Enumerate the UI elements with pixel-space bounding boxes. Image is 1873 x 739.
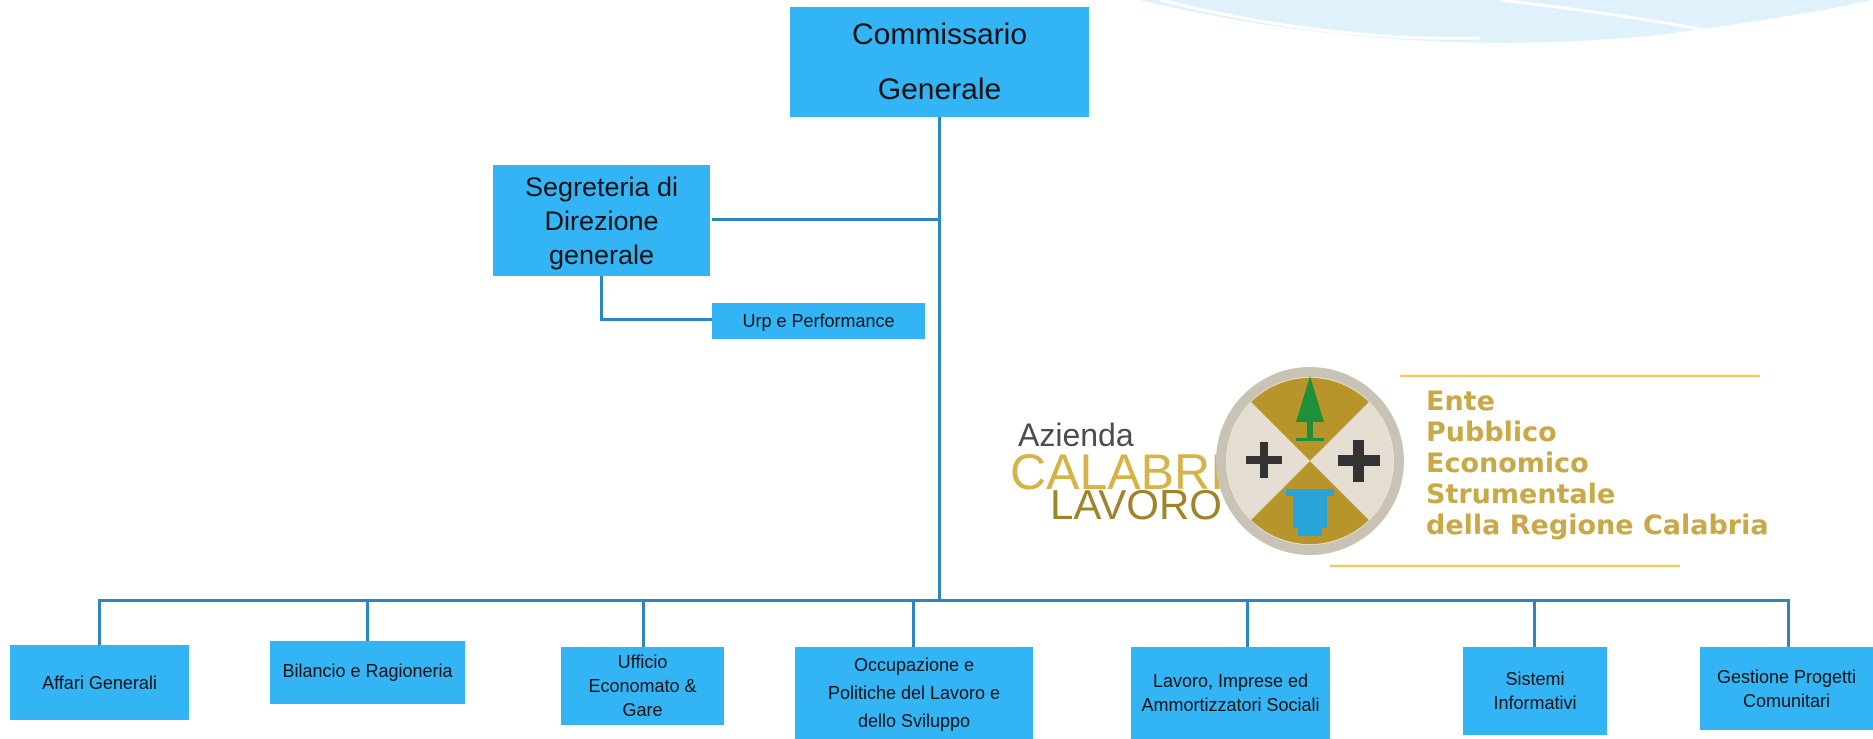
connector-urp-horizontal bbox=[600, 318, 712, 321]
unit-lavoro-imprese: Lavoro, Imprese ed Ammortizzatori Social… bbox=[1131, 647, 1330, 739]
connector-staff-down bbox=[600, 276, 603, 321]
node-urp-performance: Urp e Performance bbox=[712, 303, 925, 339]
connector-unit-drop bbox=[366, 599, 369, 641]
logo-right-line-2: Pubblico bbox=[1426, 417, 1557, 448]
unit-economato-gare: Ufficio Economato & Gare bbox=[561, 647, 724, 725]
logo-right-line-4: Strumentale bbox=[1426, 479, 1615, 510]
unit-sistemi-informativi: Sistemi Informativi bbox=[1463, 647, 1607, 735]
logo-word-azienda: Azienda bbox=[1018, 417, 1134, 453]
azienda-calabria-lavoro-logo: Azienda CALABRIA LAVORO Ente Pubblico Ec… bbox=[1010, 367, 1769, 568]
connector-bus-horizontal bbox=[98, 599, 1790, 602]
logo-right-line-5: della Regione Calabria bbox=[1426, 510, 1769, 541]
unit-gestione-progetti: Gestione Progetti Comunitari bbox=[1700, 647, 1873, 730]
unit-bilancio-ragioneria: Bilancio e Ragioneria bbox=[270, 641, 465, 704]
logo-word-lavoro: LAVORO bbox=[1050, 481, 1222, 528]
node-segreteria-direzione: Segreteria di Direzione generale bbox=[493, 165, 710, 276]
connector-unit-drop bbox=[1787, 599, 1790, 647]
node-commissario-generale: Commissario Generale bbox=[790, 7, 1089, 117]
connector-unit-drop bbox=[912, 599, 915, 647]
logo-right-line-3: Economico bbox=[1426, 448, 1589, 479]
connector-staff-horizontal bbox=[712, 218, 940, 221]
connector-main-vertical bbox=[938, 117, 941, 602]
connector-unit-drop bbox=[1533, 599, 1536, 647]
unit-affari-generali: Affari Generali bbox=[10, 645, 189, 720]
logo-right-line-1: Ente bbox=[1426, 386, 1495, 417]
connector-unit-drop bbox=[98, 599, 101, 645]
connector-unit-drop bbox=[1246, 599, 1249, 647]
connector-unit-drop bbox=[642, 599, 645, 647]
regional-emblem bbox=[1216, 367, 1404, 555]
unit-occupazione-politiche: Occupazione e Politiche del Lavoro e del… bbox=[795, 647, 1033, 739]
